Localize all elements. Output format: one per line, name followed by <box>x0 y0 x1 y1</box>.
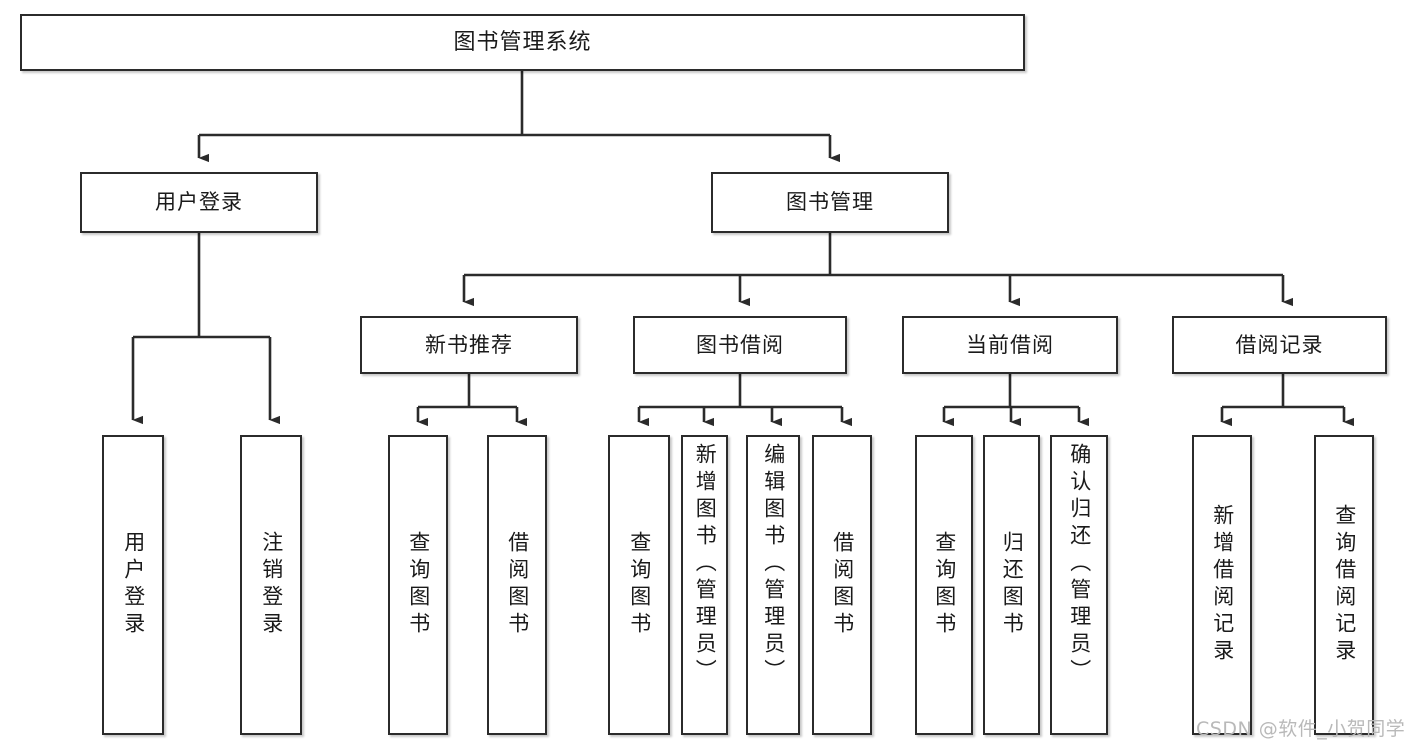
leaf-borrow-book-1[interactable]: 借阅图书 <box>487 435 547 735</box>
node-label: 当前借阅 <box>966 332 1054 357</box>
node-book-management[interactable]: 图书管理 <box>711 172 949 233</box>
node-label: 归还图书 <box>1000 531 1025 639</box>
leaf-add-book-admin[interactable]: 新增图书（管理员） <box>681 435 728 735</box>
node-label: 借阅图书 <box>830 531 855 639</box>
leaf-query-book-1[interactable]: 查询图书 <box>388 435 448 735</box>
leaf-edit-book-admin[interactable]: 编辑图书（管理员） <box>746 435 800 735</box>
leaf-add-borrow-record[interactable]: 新增借阅记录 <box>1192 435 1252 735</box>
node-user-login[interactable]: 用户登录 <box>80 172 318 233</box>
node-label: 借阅记录 <box>1235 332 1324 357</box>
node-label: 确认归还（管理员） <box>1067 443 1092 686</box>
node-borrow-record[interactable]: 借阅记录 <box>1172 316 1387 374</box>
node-label: 图书管理系统 <box>453 29 592 55</box>
node-new-book-recommend[interactable]: 新书推荐 <box>360 316 578 374</box>
leaf-logout[interactable]: 注销登录 <box>240 435 302 735</box>
node-label: 用户登录 <box>155 190 243 215</box>
leaf-confirm-return-admin[interactable]: 确认归还（管理员） <box>1050 435 1108 735</box>
leaf-query-borrow-record[interactable]: 查询借阅记录 <box>1314 435 1374 735</box>
node-label: 查询图书 <box>932 531 957 639</box>
leaf-query-book-3[interactable]: 查询图书 <box>915 435 973 735</box>
node-label: 借阅图书 <box>505 531 530 639</box>
node-label: 图书管理 <box>786 190 874 215</box>
node-label: 用户登录 <box>121 531 146 639</box>
node-current-borrow[interactable]: 当前借阅 <box>902 316 1118 374</box>
node-label: 新增借阅记录 <box>1210 504 1235 666</box>
node-book-borrow[interactable]: 图书借阅 <box>633 316 847 374</box>
leaf-query-book-2[interactable]: 查询图书 <box>608 435 670 735</box>
leaf-return-book[interactable]: 归还图书 <box>983 435 1040 735</box>
leaf-borrow-book-2[interactable]: 借阅图书 <box>812 435 872 735</box>
csdn-watermark: CSDN @软件_小贺同学 <box>1196 718 1405 740</box>
node-label: 新书推荐 <box>425 332 513 357</box>
node-label: 查询借阅记录 <box>1332 504 1357 666</box>
node-label: 查询图书 <box>627 531 652 639</box>
node-label: 查询图书 <box>406 531 431 639</box>
node-label: 注销登录 <box>259 531 284 639</box>
node-label: 图书借阅 <box>696 332 784 357</box>
node-label: 新增图书（管理员） <box>693 443 718 686</box>
node-book-management-system[interactable]: 图书管理系统 <box>20 14 1025 71</box>
leaf-user-login[interactable]: 用户登录 <box>102 435 164 735</box>
node-label: 编辑图书（管理员） <box>761 443 786 686</box>
